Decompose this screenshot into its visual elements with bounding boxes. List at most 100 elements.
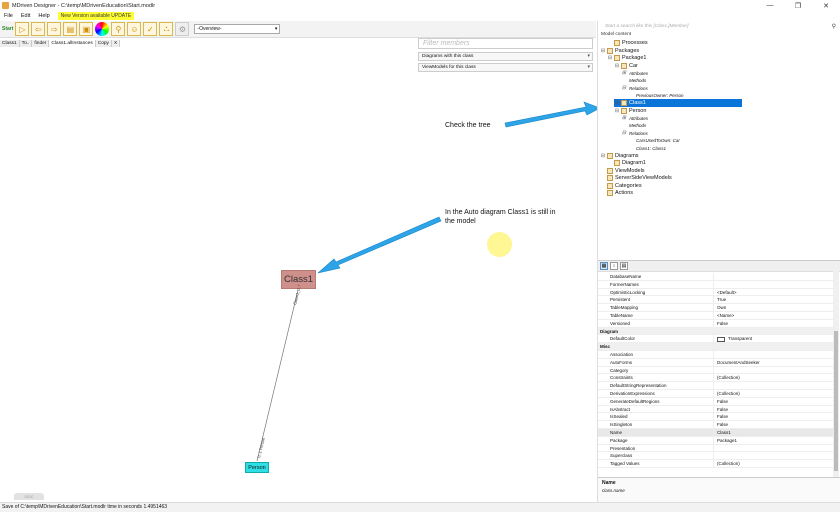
property-row[interactable]: Category: [598, 366, 833, 375]
property-row[interactable]: Tagged Values(Collection): [598, 460, 833, 468]
property-value[interactable]: False: [713, 405, 833, 413]
property-row[interactable]: Association: [598, 351, 833, 359]
tree-node[interactable]: ⊞Attributes: [621, 69, 648, 77]
property-value[interactable]: Own: [713, 304, 833, 311]
tree-node[interactable]: ⊟Relations: [621, 84, 648, 92]
property-value[interactable]: (Collection): [713, 460, 833, 467]
viewmodels-for-class-dropdown[interactable]: ViewModels for this class: [418, 63, 593, 72]
tree-node[interactable]: Categories: [600, 182, 642, 190]
alphabetical-icon[interactable]: ↕: [610, 262, 618, 270]
tree-expander-icon[interactable]: ⊞: [621, 70, 627, 76]
tab-to[interactable]: To..: [19, 39, 33, 47]
property-value[interactable]: False: [713, 397, 833, 405]
property-value[interactable]: (Collection): [713, 390, 833, 397]
bottom-tab[interactable]: OOC: [14, 493, 44, 500]
diagrams-with-class-dropdown[interactable]: Diagrams with this class: [418, 52, 593, 61]
property-row[interactable]: Superclass: [598, 452, 833, 461]
property-category[interactable]: Diagram: [598, 327, 833, 336]
settings-icon[interactable]: ⚙: [175, 22, 190, 36]
class1-box[interactable]: Class1: [281, 270, 316, 289]
property-row[interactable]: FormerNames: [598, 280, 833, 289]
tree-node[interactable]: ⊞Class1: [614, 99, 742, 107]
tab-finder[interactable]: finder: [32, 39, 50, 47]
tab-class1[interactable]: Class1: [0, 39, 20, 47]
property-value[interactable]: False: [713, 319, 833, 327]
tree-node[interactable]: CarsUsedToOwn: Car: [628, 137, 680, 145]
property-value[interactable]: [713, 452, 833, 460]
property-value[interactable]: False: [713, 413, 833, 421]
tab-copy[interactable]: Copy: [95, 39, 112, 47]
property-value[interactable]: False: [713, 421, 833, 428]
search-model-icon[interactable]: ⚲: [111, 22, 126, 36]
tree-expander-icon[interactable]: ⊟: [600, 47, 606, 54]
tree-node[interactable]: ⊟Person: [614, 107, 646, 115]
property-row[interactable]: Presentation: [598, 444, 833, 453]
property-value[interactable]: Class1: [713, 429, 833, 436]
property-value[interactable]: [713, 343, 833, 350]
minimize-button[interactable]: —: [766, 2, 774, 9]
property-scrollbar[interactable]: [833, 271, 839, 483]
tree-expander-icon[interactable]: ⊟: [614, 107, 620, 114]
restore-button[interactable]: ❐: [794, 2, 802, 10]
property-value[interactable]: [713, 444, 833, 452]
tree-node[interactable]: PreviousOwner: Person: [628, 92, 684, 100]
overview-select[interactable]: -Overview-: [194, 24, 281, 34]
tree-node[interactable]: ViewModels: [600, 167, 645, 175]
categorized-icon[interactable]: ▦: [600, 262, 608, 270]
tree-node[interactable]: Diagram1: [607, 159, 646, 167]
property-row[interactable]: DefaultStringRepresentation: [598, 382, 833, 390]
property-value[interactable]: [713, 327, 833, 335]
people-icon[interactable]: ☺: [127, 22, 142, 36]
property-category[interactable]: Misc: [598, 343, 833, 351]
tree-expander-icon[interactable]: ⊟: [621, 85, 627, 91]
person-box[interactable]: Person: [245, 462, 269, 473]
tree-node[interactable]: ⊟Diagrams: [600, 152, 639, 160]
tree-node[interactable]: Class1: Class1: [628, 144, 666, 152]
forward-arrow-icon[interactable]: ⇨: [47, 22, 62, 36]
property-row[interactable]: OptimisticLocking<Default>: [598, 288, 833, 297]
tree-node[interactable]: ⊟Car: [614, 62, 638, 70]
hierarchy-icon[interactable]: ⛬: [159, 22, 174, 36]
menu-help[interactable]: Help: [38, 12, 50, 19]
filter-members-input[interactable]: Filter members: [418, 38, 593, 49]
close-button[interactable]: ✕: [823, 2, 829, 10]
tree-node[interactable]: Methods: [621, 122, 646, 130]
property-value[interactable]: DocumentAndSeeker: [713, 358, 833, 366]
tab-class1-allinstances[interactable]: Class1.allInstances: [49, 39, 96, 47]
scrollbar-thumb[interactable]: [834, 331, 838, 471]
back-arrow-icon[interactable]: ⇦: [31, 22, 46, 36]
box-icon[interactable]: ▣: [79, 22, 94, 36]
document-icon[interactable]: ▤: [63, 22, 78, 36]
tree-node[interactable]: ServerSideViewModels: [600, 174, 672, 182]
play-icon[interactable]: ▷: [15, 22, 30, 36]
model-search-input[interactable]: Start a search like this [Class.]Member]…: [601, 23, 839, 31]
property-value[interactable]: Transparent: [713, 335, 833, 343]
tree-expander-icon[interactable]: ⊟: [614, 62, 620, 69]
property-value[interactable]: Package1: [713, 436, 833, 444]
search-icon[interactable]: ⚲: [831, 24, 836, 30]
tree-node[interactable]: ⊟Package1: [607, 54, 646, 62]
property-value[interactable]: [713, 351, 833, 358]
tree-node[interactable]: ⊞Attributes: [621, 114, 648, 122]
property-value[interactable]: [713, 273, 833, 280]
property-value[interactable]: <Name>: [713, 312, 833, 319]
property-value[interactable]: <Default>: [713, 288, 833, 296]
property-value[interactable]: [713, 280, 833, 288]
tree-expander-icon[interactable]: ⊟: [607, 55, 613, 61]
tree-expander-icon[interactable]: ⊟: [600, 152, 606, 159]
tree-expander-icon[interactable]: ⊞: [614, 100, 620, 106]
tree-node[interactable]: Actions: [600, 189, 633, 197]
tree-node[interactable]: ⊟Relations: [621, 129, 648, 137]
tree-node[interactable]: Methods: [621, 77, 646, 85]
tree-expander-icon[interactable]: ⊟: [621, 130, 627, 136]
